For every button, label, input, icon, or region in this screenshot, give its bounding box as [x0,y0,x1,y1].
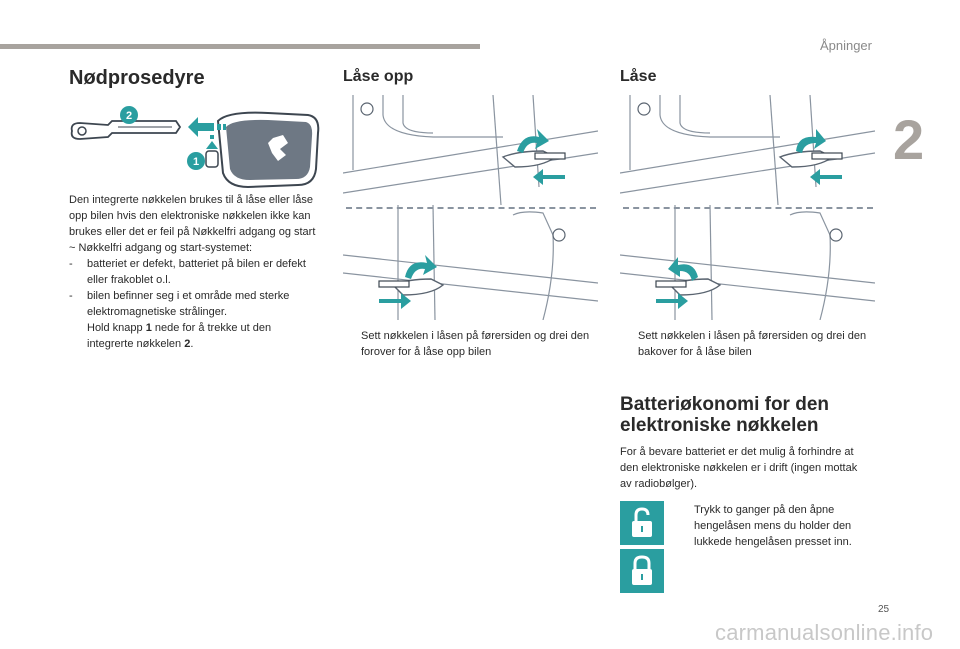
chapter-number: 2 [893,108,925,171]
brand-emblem-icon [268,135,288,161]
header-bar [0,44,480,49]
emergency-title: Nødprosedyre [69,67,205,89]
battery-instruction: Trykk to ganger på den åpne hengelåsen m… [676,502,876,550]
closed-padlock-button [620,549,664,593]
padlock-open-icon [632,507,652,537]
lock-instruction: Sett nøkkelen i låsen på førersiden og d… [620,328,875,360]
key-illustration: 2 1 [70,106,320,189]
battery-title: Batteriøkonomi for den elektroniske nøkk… [620,394,830,436]
lock-title: Låse [620,68,657,85]
watermark: carmanualsonline.info [715,620,934,645]
unlock-title: Låse opp [343,68,414,85]
page-number: 25 [878,604,890,615]
bullet-icon [676,502,694,550]
battery-text: Trykk to ganger på den åpne hengelåsen m… [676,502,876,550]
emergency-text: Den integrerte nøkkelen brukes til å lås… [69,192,319,352]
open-padlock-button [620,501,664,545]
unlock-text: Sett nøkkelen i låsen på førersiden og d… [343,328,598,360]
badge-2: 2 [126,110,132,122]
emergency-intro: Den integrerte nøkkelen brukes til å lås… [69,194,316,254]
bullet-icon [69,320,87,352]
lock-door-illustration [620,95,875,320]
unlock-instruction: Sett nøkkelen i låsen på førersiden og d… [343,328,598,360]
illustration-divider [346,207,596,211]
battery-intro: For å bevare batteriet er det mulig å fo… [620,446,858,490]
padlock-closed-icon [632,555,652,585]
unlock-door-illustration [343,95,598,320]
illustration-divider [623,207,873,211]
section-label: Åpninger [819,38,872,53]
emergency-instruction: Hold knapp 1 nede for å trekke ut den in… [69,320,319,352]
lock-text: Sett nøkkelen i låsen på førersiden og d… [620,328,875,360]
bullet-icon [343,328,361,360]
dash-item: - batteriet er defekt, batteriet på bile… [69,258,306,286]
bullet-icon [620,328,638,360]
badge-1: 1 [193,156,199,168]
dash-item: - bilen befinner seg i et område med ste… [69,290,290,318]
